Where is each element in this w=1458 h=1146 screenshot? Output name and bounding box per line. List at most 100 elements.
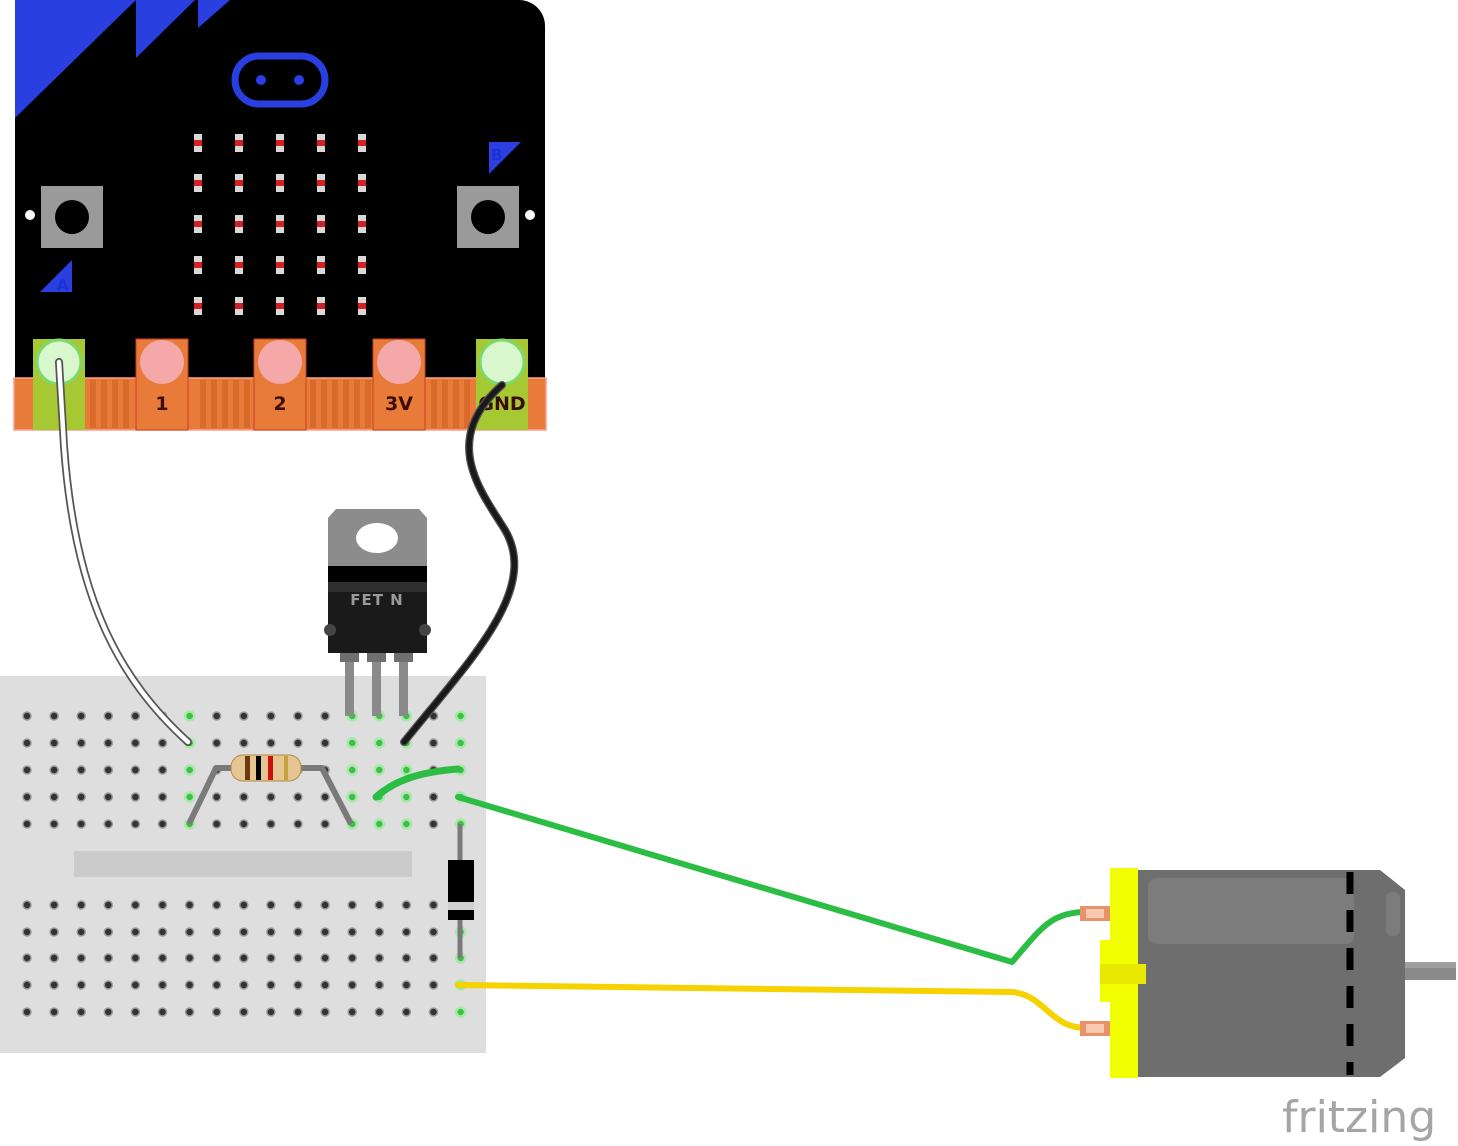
breadboard-hole[interactable] <box>346 764 358 776</box>
breadboard-hole[interactable] <box>293 792 303 802</box>
breadboard-hole[interactable] <box>374 927 385 937</box>
breadboard-hole[interactable] <box>454 710 467 722</box>
breadboard-hole[interactable] <box>320 1007 330 1017</box>
breadboard-hole[interactable] <box>157 765 168 775</box>
button-b[interactable] <box>457 186 519 248</box>
breadboard-hole[interactable] <box>428 927 439 937</box>
breadboard-hole[interactable] <box>49 765 59 775</box>
breadboard-hole[interactable] <box>49 927 59 937</box>
breadboard-hole[interactable] <box>49 980 59 990</box>
breadboard-hole[interactable] <box>22 711 32 721</box>
breadboard-hole[interactable] <box>130 792 141 802</box>
breadboard-hole[interactable] <box>22 927 32 937</box>
breadboard-hole[interactable] <box>293 927 303 937</box>
breadboard-hole[interactable] <box>346 791 358 803</box>
breadboard-hole[interactable] <box>22 980 32 990</box>
breadboard-hole[interactable] <box>347 1007 357 1017</box>
breadboard-hole[interactable] <box>266 953 276 963</box>
wire-white[interactable] <box>55 358 192 746</box>
breadboard-hole[interactable] <box>320 711 330 721</box>
breadboard-hole[interactable] <box>293 819 303 829</box>
breadboard-hole[interactable] <box>49 1007 59 1017</box>
breadboard-hole[interactable] <box>211 953 222 963</box>
breadboard-hole[interactable] <box>400 791 413 803</box>
breadboard-hole[interactable] <box>49 819 59 829</box>
breadboard-hole[interactable] <box>401 900 412 910</box>
breadboard-hole[interactable] <box>211 792 222 802</box>
breadboard-hole[interactable] <box>22 1007 32 1017</box>
breadboard-hole[interactable] <box>103 738 114 748</box>
breadboard-hole[interactable] <box>454 1006 467 1018</box>
breadboard-hole[interactable] <box>157 927 168 937</box>
breadboard-hole[interactable] <box>76 900 86 910</box>
breadboard-hole[interactable] <box>103 953 114 963</box>
breadboard-hole[interactable] <box>428 819 439 829</box>
breadboard-hole[interactable] <box>157 792 168 802</box>
breadboard-hole[interactable] <box>22 765 32 775</box>
breadboard-hole[interactable] <box>374 900 385 910</box>
breadboard-hole[interactable] <box>157 819 168 829</box>
breadboard-hole[interactable] <box>320 819 330 829</box>
pin-3v[interactable]: 3V <box>372 338 426 431</box>
breadboard-hole[interactable] <box>454 737 467 749</box>
breadboard-hole[interactable] <box>157 738 168 748</box>
breadboard-hole[interactable] <box>428 1007 439 1017</box>
breadboard-hole[interactable] <box>76 792 86 802</box>
breadboard-hole[interactable] <box>76 953 86 963</box>
breadboard-hole[interactable] <box>401 1007 412 1017</box>
breadboard-hole[interactable] <box>157 1007 168 1017</box>
breadboard-hole[interactable] <box>239 792 249 802</box>
wire-green-motor[interactable] <box>455 794 1089 965</box>
breadboard-hole[interactable] <box>374 953 385 963</box>
breadboard-hole[interactable] <box>103 819 114 829</box>
breadboard-hole[interactable] <box>130 900 141 910</box>
breadboard-hole[interactable] <box>428 953 439 963</box>
breadboard-hole[interactable] <box>22 738 32 748</box>
breadboard-hole[interactable] <box>320 792 330 802</box>
breadboard-hole[interactable] <box>239 980 249 990</box>
breadboard-hole[interactable] <box>211 819 222 829</box>
breadboard-hole[interactable] <box>130 819 141 829</box>
breadboard-hole[interactable] <box>293 1007 303 1017</box>
breadboard-hole[interactable] <box>183 791 196 803</box>
breadboard-hole[interactable] <box>428 900 439 910</box>
breadboard-hole[interactable] <box>428 980 439 990</box>
wire-black[interactable] <box>400 381 519 746</box>
breadboard-hole[interactable] <box>293 980 303 990</box>
breadboard-hole[interactable] <box>76 819 86 829</box>
breadboard-hole[interactable] <box>320 738 330 748</box>
breadboard-hole[interactable] <box>320 980 330 990</box>
breadboard-hole[interactable] <box>130 765 141 775</box>
breadboard-hole[interactable] <box>49 711 59 721</box>
breadboard-hole[interactable] <box>103 711 114 721</box>
breadboard-hole[interactable] <box>239 953 249 963</box>
breadboard-hole[interactable] <box>347 953 357 963</box>
breadboard-hole[interactable] <box>239 738 249 748</box>
breadboard-hole[interactable] <box>373 818 386 830</box>
breadboard-hole[interactable] <box>22 792 32 802</box>
breadboard-hole[interactable] <box>184 953 195 963</box>
breadboard-hole[interactable] <box>130 1007 141 1017</box>
breadboard-hole[interactable] <box>103 1007 114 1017</box>
breadboard-hole[interactable] <box>103 765 114 775</box>
breadboard-hole[interactable] <box>401 980 412 990</box>
breadboard-hole[interactable] <box>76 711 86 721</box>
breadboard-hole[interactable] <box>320 953 330 963</box>
breadboard-hole[interactable] <box>211 738 222 748</box>
breadboard-hole[interactable] <box>76 738 86 748</box>
breadboard-hole[interactable] <box>239 1007 249 1017</box>
breadboard-hole[interactable] <box>266 927 276 937</box>
breadboard-hole[interactable] <box>157 980 168 990</box>
breadboard-hole[interactable] <box>211 927 222 937</box>
breadboard-hole[interactable] <box>266 738 276 748</box>
pin-1[interactable]: 1 <box>135 338 189 431</box>
breadboard-hole[interactable] <box>266 819 276 829</box>
breadboard-hole[interactable] <box>347 980 357 990</box>
breadboard-hole[interactable] <box>22 900 32 910</box>
breadboard-hole[interactable] <box>211 900 222 910</box>
breadboard-hole[interactable] <box>183 764 196 776</box>
breadboard-hole[interactable] <box>130 980 141 990</box>
breadboard-hole[interactable] <box>374 1007 385 1017</box>
breadboard-hole[interactable] <box>400 818 413 830</box>
breadboard-hole[interactable] <box>211 980 222 990</box>
